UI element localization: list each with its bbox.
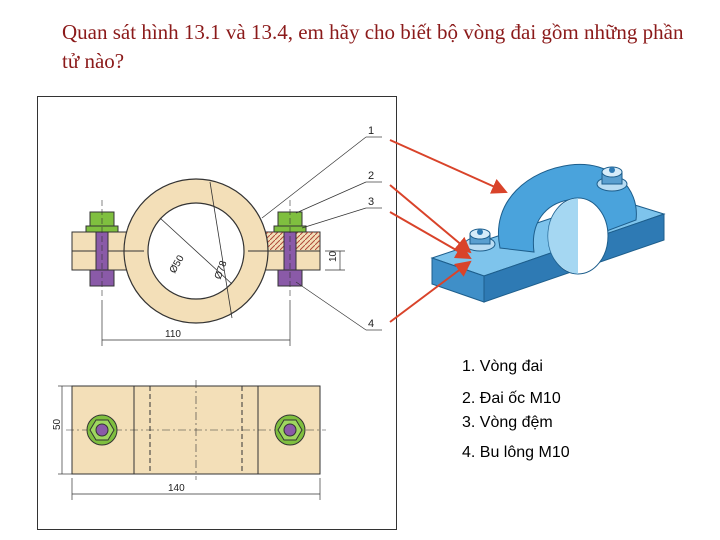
- dim-plan-length: 140: [168, 483, 185, 494]
- callout-4: 4: [368, 318, 374, 330]
- legend-item-nut: 2. Đai ốc M10: [462, 390, 561, 407]
- dim-flange-thickness: 10: [328, 250, 339, 262]
- legend-item-washer: 3. Vòng đệm: [462, 414, 553, 431]
- arrow-nut: [389, 184, 472, 254]
- arrow-bolt: [389, 260, 472, 323]
- question-text: Quan sát hình 13.1 và 13.4, em hãy cho b…: [62, 20, 684, 73]
- callout-1: 1: [368, 125, 374, 137]
- dim-plan-height: 50: [52, 418, 63, 430]
- pointer-arrows: [389, 139, 508, 323]
- isometric-view: [430, 163, 666, 303]
- callout-2: 2: [368, 170, 374, 182]
- arrow-ring: [389, 139, 508, 194]
- arrow-washer: [389, 211, 472, 259]
- iso-bolt-right: [596, 166, 628, 192]
- front-view: Ø50 Ø78 10 110 1 2 3 4: [71, 125, 382, 346]
- legend-item-ring: 1. Vòng đai: [462, 358, 543, 375]
- plan-view: 50 140: [52, 380, 326, 500]
- callout-3: 3: [368, 196, 374, 208]
- dim-hole-spacing: 110: [165, 329, 181, 340]
- legend-item-bolt: 4. Bu lông M10: [462, 444, 570, 461]
- iso-bolt-left: [464, 228, 496, 252]
